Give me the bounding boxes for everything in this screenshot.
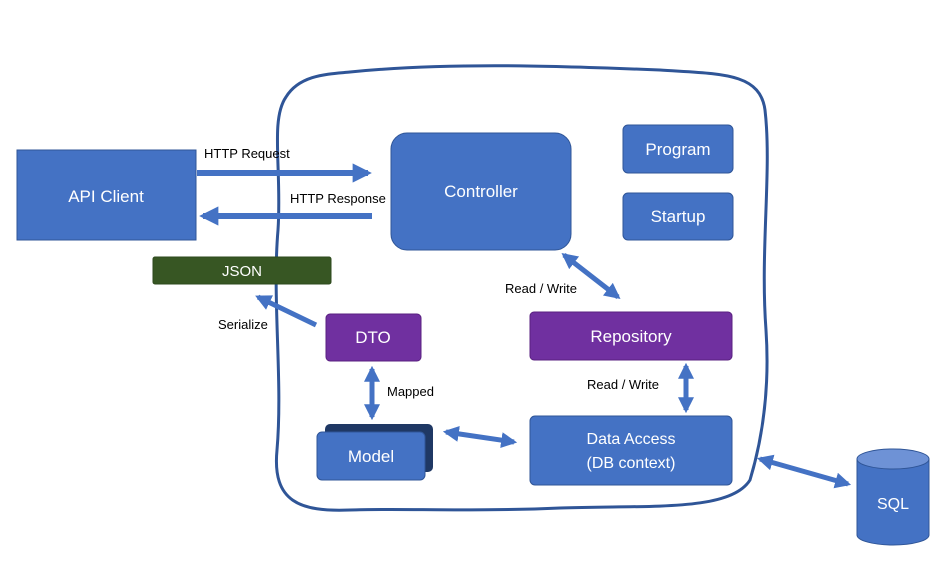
controller-box: Controller [390,132,572,251]
repository-label: Repository [590,327,672,346]
startup-label: Startup [651,207,706,226]
application-boundary [274,64,769,512]
data-access-sql-arrow [756,454,852,489]
http-request-label: HTTP Request [204,146,290,161]
api-client-box: API Client [16,149,197,241]
data-access-label-line1: Data Access [587,431,676,448]
startup-box: Startup [622,192,734,241]
read-write-repository-label: Read / Write [587,377,659,392]
serialize-arrow [255,294,318,328]
data-access-label-line2: (DB context) [587,455,676,472]
read-write-controller-label: Read / Write [505,281,577,296]
json-label: JSON [222,263,262,280]
controller-label: Controller [444,182,518,201]
sql-label: SQL [877,496,909,513]
data-access-box: Data Access (DB context) [529,415,733,486]
model-box: Model [316,424,433,481]
controller-repository-arrow [561,253,621,299]
api-client-label: API Client [68,187,144,206]
model-data-access-arrow [442,425,518,449]
json-box: JSON [152,256,332,285]
dto-label: DTO [355,328,391,347]
program-box: Program [622,124,734,174]
serialize-label: Serialize [218,317,268,332]
program-label: Program [645,140,710,159]
sql-database-icon: SQL [856,448,930,546]
model-label: Model [348,447,394,466]
dto-box: DTO [325,313,422,362]
mapped-label: Mapped [387,384,434,399]
http-response-label: HTTP Response [290,191,386,206]
repository-box: Repository [529,311,733,361]
